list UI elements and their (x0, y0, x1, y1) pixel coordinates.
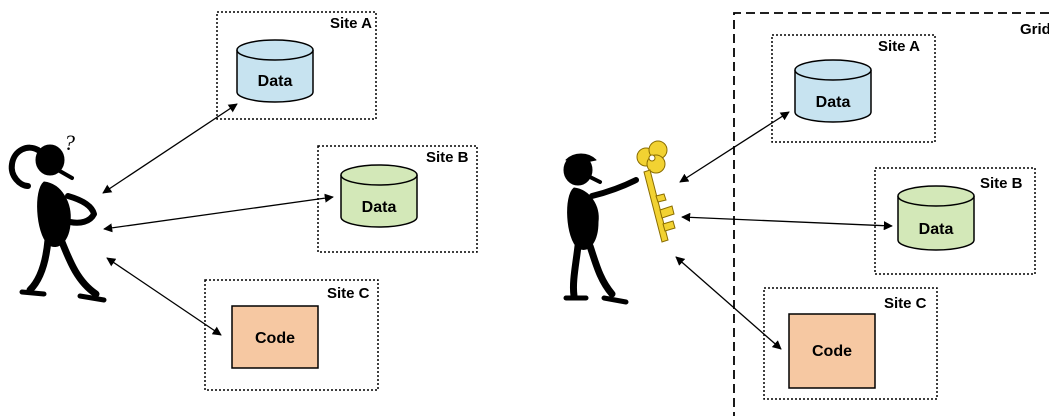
node-label: Data (362, 199, 397, 216)
database-cylinder: Data (897, 185, 975, 251)
code-block: Code (231, 305, 319, 369)
left-panel: Site A Data Site B Data Site C Code (8, 11, 478, 391)
left-site-c: Site C Code (204, 279, 379, 391)
site-label: Site A (878, 38, 920, 55)
database-cylinder: Data (794, 59, 872, 123)
right-site-c: Site C Code (763, 287, 938, 400)
site-label: Site A (330, 15, 372, 32)
grid-boundary: Grid (733, 12, 1049, 416)
site-label: Site C (884, 295, 927, 312)
right-panel: Grid Site A Data Site B Data Site C (563, 12, 1049, 416)
database-cylinder: Data (340, 164, 418, 228)
left-site-b: Site B Data (317, 145, 478, 253)
site-label: Site B (426, 149, 469, 166)
site-box (204, 279, 379, 391)
site-box (216, 11, 377, 120)
node-label: Data (258, 73, 293, 90)
grid-label: Grid (1020, 21, 1049, 38)
question-mark: ? (64, 130, 75, 155)
confused-person-icon: ? (8, 130, 107, 303)
arrow-to-grid-site-a (679, 111, 790, 183)
key-icon (636, 140, 676, 243)
node-label: Data (919, 221, 954, 238)
arrow-to-grid-site-b (681, 212, 893, 231)
left-site-a: Site A Data (216, 11, 377, 120)
person-icon (563, 153, 639, 305)
site-box (874, 167, 1036, 275)
arrow-to-grid-site-c (675, 256, 782, 350)
node-label: Code (255, 330, 295, 347)
right-site-b: Site B Data (874, 167, 1036, 275)
arrow-to-site-c (106, 257, 222, 336)
node-label: Data (816, 94, 851, 111)
code-block: Code (788, 313, 876, 389)
site-label: Site C (327, 285, 370, 302)
arrow-to-site-b (103, 193, 334, 233)
right-site-a: Site A Data (771, 34, 936, 143)
site-label: Site B (980, 175, 1023, 192)
node-label: Code (812, 343, 852, 360)
site-box (771, 34, 936, 143)
database-cylinder: Data (236, 39, 314, 103)
arrow-to-site-a (102, 103, 238, 194)
